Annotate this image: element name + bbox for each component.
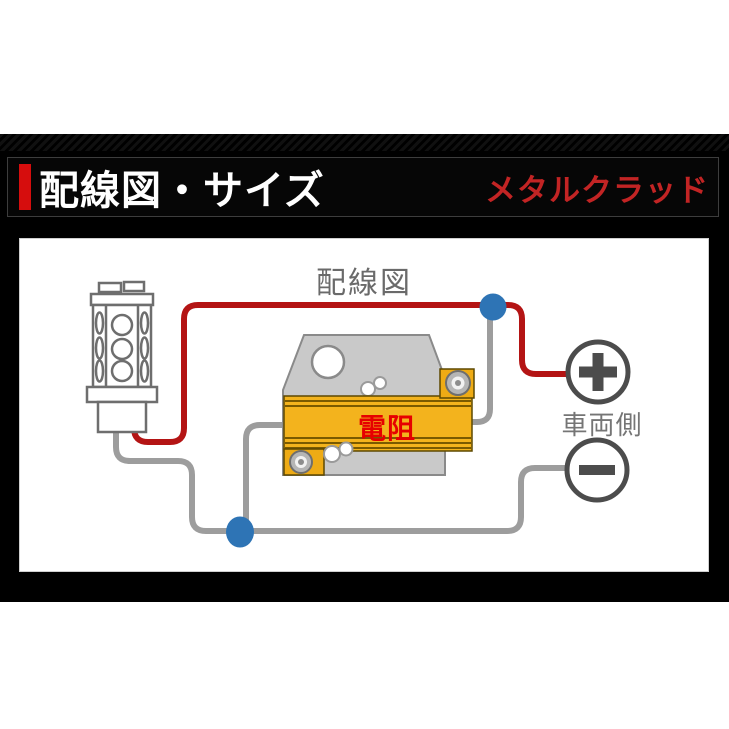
resistor-right-wire [469, 307, 493, 425]
screw-icon [289, 450, 313, 474]
plus-terminal-icon [565, 339, 631, 405]
carbon-texture-strip [0, 134, 729, 151]
gray-ground-wire [113, 426, 570, 534]
red-positive-wire [131, 302, 571, 445]
resistor-left-wire [243, 422, 287, 532]
page-title: 配線図・サイズ [39, 169, 325, 213]
led-bulb-icon [85, 280, 159, 434]
screw-icon [445, 370, 471, 396]
header-accent-bar [19, 164, 31, 210]
header-subtitle: メタルクラッド [485, 172, 709, 208]
wiring-diagram-svg [85, 280, 631, 548]
resistor-label: 電阻 [357, 413, 416, 444]
diagram-panel: 配線図 電阻 車両側 [19, 238, 709, 572]
header-bar: 配線図・サイズ メタルクラッド [7, 157, 719, 217]
junction-dot-top [479, 293, 507, 321]
diagram-title: 配線図 [316, 267, 412, 300]
minus-terminal-icon [564, 437, 630, 503]
resistor-icon [282, 334, 475, 476]
junction-dot-bottom [226, 516, 254, 548]
vehicle-side-label: 車両側 [561, 410, 643, 440]
